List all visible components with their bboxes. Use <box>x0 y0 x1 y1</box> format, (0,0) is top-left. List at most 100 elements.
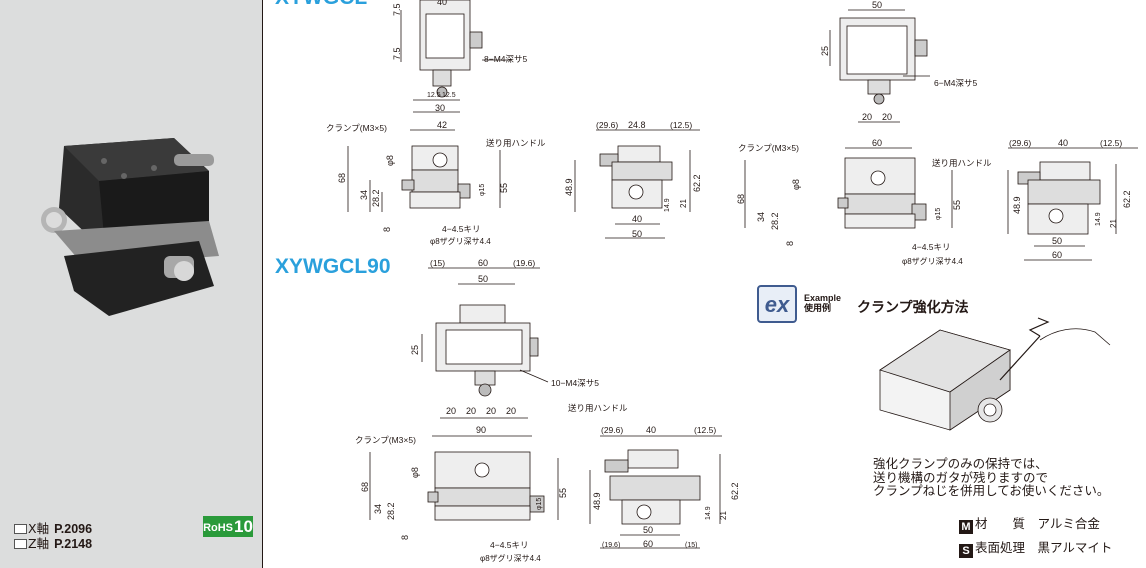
svg-text:4−4.5キリ: 4−4.5キリ <box>490 540 529 550</box>
svg-text:7.5: 7.5 <box>392 3 402 16</box>
svg-text:φ8: φ8 <box>791 179 801 190</box>
svg-text:50: 50 <box>872 0 882 10</box>
svg-text:4−4.5キリ: 4−4.5キリ <box>442 224 481 234</box>
svg-text:60: 60 <box>1052 250 1062 260</box>
svg-text:12.5: 12.5 <box>442 92 456 99</box>
svg-text:送り用ハンドル: 送り用ハンドル <box>568 403 628 413</box>
svg-text:28.2: 28.2 <box>386 502 396 520</box>
svg-text:8−M4深サ5: 8−M4深サ5 <box>484 54 527 64</box>
drawing-b-top-view: 50 25 6−M4深サ5 20 20 <box>820 0 977 123</box>
rohs-badge: RoHS10 <box>203 516 253 537</box>
svg-text:12.5: 12.5 <box>427 92 441 99</box>
svg-text:62.2: 62.2 <box>730 482 740 500</box>
svg-text:60: 60 <box>872 138 882 148</box>
svg-text:62.2: 62.2 <box>1122 190 1132 208</box>
example-badge: ex <box>757 285 797 323</box>
svg-text:21: 21 <box>719 511 728 520</box>
product-photo <box>41 138 219 316</box>
cross-ref-page: P.2148 <box>54 537 93 551</box>
model-heading-xywgcl90: XYWGCL90 <box>275 255 391 278</box>
svg-text:90: 90 <box>476 425 486 435</box>
svg-text:7.5: 7.5 <box>392 47 402 60</box>
svg-text:20: 20 <box>882 112 892 122</box>
drawing-a-side-view: (29.6) 24.8 (12.5) 48.9 62.2 14.9 21 40 … <box>564 120 702 239</box>
svg-text:φ8: φ8 <box>385 155 395 166</box>
svg-text:40: 40 <box>1058 138 1068 148</box>
svg-text:φ15: φ15 <box>536 498 543 510</box>
svg-text:送り用ハンドル: 送り用ハンドル <box>932 158 992 168</box>
drawing-b-side-view: (29.6) 40 (12.5) 48.9 62.2 14.9 21 50 60 <box>1007 138 1138 261</box>
cross-ref-label: Z軸 <box>28 536 50 551</box>
svg-text:送り用ハンドル: 送り用ハンドル <box>486 138 546 148</box>
cross-ref-label: X軸 <box>28 521 50 536</box>
cross-ref-page: P.2096 <box>54 522 93 536</box>
svg-text:50: 50 <box>643 525 653 535</box>
example-title: クランプ強化方法 <box>857 300 969 316</box>
example-note: 強化クランプのみの保持では、 送り機構のガタが残りますので クランプねじを併用し… <box>873 456 1110 498</box>
svg-text:(19.6): (19.6) <box>513 258 535 268</box>
svg-text:(12.5): (12.5) <box>1100 138 1122 148</box>
svg-text:62.2: 62.2 <box>692 174 702 192</box>
svg-text:14.9: 14.9 <box>664 198 671 212</box>
svg-text:8: 8 <box>382 227 392 232</box>
svg-text:68: 68 <box>736 194 746 204</box>
svg-text:21: 21 <box>1109 219 1118 228</box>
svg-text:48.9: 48.9 <box>592 492 602 510</box>
surface-icon: S <box>959 544 973 558</box>
svg-text:21: 21 <box>679 199 688 208</box>
example-illustration <box>879 317 1111 431</box>
sidebar-divider <box>262 0 263 568</box>
svg-text:55: 55 <box>952 200 962 210</box>
svg-text:68: 68 <box>360 482 370 492</box>
svg-text:φ8ザグリ深サ4.4: φ8ザグリ深サ4.4 <box>480 553 541 563</box>
svg-text:クランプ(M3×5): クランプ(M3×5) <box>326 123 387 133</box>
svg-text:60: 60 <box>643 539 653 549</box>
cross-ref-z-axis[interactable]: Z軸 P.2148 <box>14 537 92 551</box>
model-heading-top: XYWGCL <box>275 0 367 10</box>
svg-text:φ15: φ15 <box>935 208 942 220</box>
svg-text:4−4.5キリ: 4−4.5キリ <box>912 242 951 252</box>
drawing-c-top-view: (15) 60 (19.6) 50 25 10−M4深サ5 20 20 20 2… <box>410 258 599 419</box>
material-icon: M <box>959 520 973 534</box>
catalog-ref-icon <box>14 524 27 534</box>
svg-text:50: 50 <box>478 274 488 284</box>
drawing-c-front-view: 90 送り用ハンドル クランプ(M3×5) 68 34 28.2 φ8 8 φ1… <box>355 403 628 563</box>
drawing-a-top-view: 7.5 7.5 40 8−M4深サ5 12.5 12.5 30 <box>392 0 527 113</box>
catalog-ref-icon <box>14 539 27 549</box>
svg-text:φ8ザグリ深サ4.4: φ8ザグリ深サ4.4 <box>902 256 963 266</box>
svg-text:(29.6): (29.6) <box>1009 138 1031 148</box>
svg-text:(12.5): (12.5) <box>670 120 692 130</box>
cross-ref-x-axis[interactable]: X軸 P.2096 <box>14 522 92 536</box>
svg-text:14.9: 14.9 <box>1095 212 1102 226</box>
svg-text:(12.5): (12.5) <box>694 425 716 435</box>
svg-text:55: 55 <box>558 488 568 498</box>
svg-text:40: 40 <box>632 214 642 224</box>
svg-text:8: 8 <box>400 535 410 540</box>
svg-text:6−M4深サ5: 6−M4深サ5 <box>934 78 977 88</box>
svg-text:φ15: φ15 <box>479 184 486 196</box>
svg-text:48.9: 48.9 <box>1012 196 1022 214</box>
svg-text:48.9: 48.9 <box>564 178 574 196</box>
svg-text:20: 20 <box>486 406 496 416</box>
svg-text:(29.6): (29.6) <box>596 120 618 130</box>
svg-text:20: 20 <box>466 406 476 416</box>
svg-text:14.9: 14.9 <box>705 506 712 520</box>
svg-text:28.2: 28.2 <box>770 212 780 230</box>
svg-text:68: 68 <box>337 173 347 183</box>
svg-text:42: 42 <box>437 120 447 130</box>
svg-text:40: 40 <box>437 0 447 7</box>
svg-text:20: 20 <box>506 406 516 416</box>
drawing-c-side-view: (29.6) 40 (12.5) 48.9 62.2 14.9 21 50 (1… <box>589 425 740 549</box>
svg-text:34: 34 <box>373 504 383 514</box>
svg-text:28.2: 28.2 <box>371 189 381 207</box>
svg-text:φ8: φ8 <box>410 467 420 478</box>
svg-text:(29.6): (29.6) <box>601 425 623 435</box>
svg-text:50: 50 <box>1052 236 1062 246</box>
svg-text:φ8ザグリ深サ4.4: φ8ザグリ深サ4.4 <box>430 236 491 246</box>
svg-text:20: 20 <box>446 406 456 416</box>
svg-text:50: 50 <box>632 229 642 239</box>
svg-text:クランプ(M3×5): クランプ(M3×5) <box>355 435 416 445</box>
